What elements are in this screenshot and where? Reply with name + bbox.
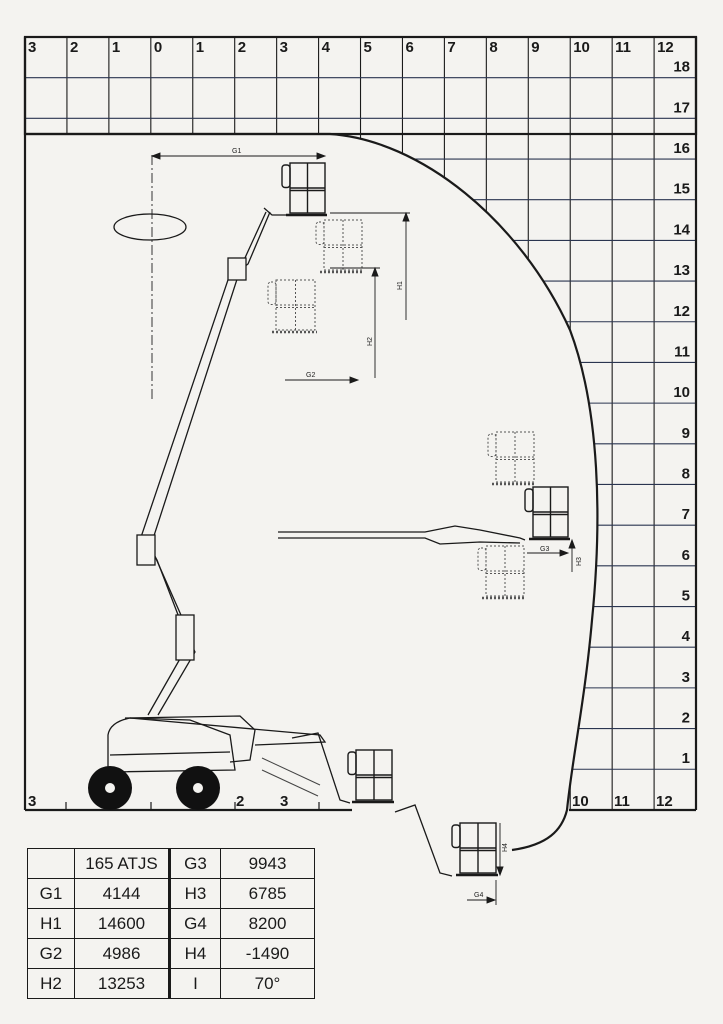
dim-label-g1: G1 xyxy=(232,148,241,155)
height-label: 2 xyxy=(682,710,690,727)
height-label: 16 xyxy=(673,140,690,157)
x-axis-label: 8 xyxy=(489,39,497,56)
table-key: G2 xyxy=(27,938,75,969)
ground-axis-label: 3 xyxy=(280,793,288,810)
x-axis-label: 4 xyxy=(322,39,331,56)
ground-axis-label: 12 xyxy=(656,793,673,810)
x-axis-label: 9 xyxy=(531,39,539,56)
rotation-arrow-icon xyxy=(113,213,187,241)
front-wheel-hub xyxy=(191,781,205,795)
platform-basket-ghost xyxy=(487,431,536,486)
table-model: 165 ATJS xyxy=(74,848,170,879)
table-value: 70° xyxy=(220,968,315,999)
table-key: H1 xyxy=(27,908,75,939)
lift-vehicle xyxy=(107,715,327,773)
ground-axis-label: 3 xyxy=(28,793,36,810)
platform-basket xyxy=(451,822,498,877)
platform-basket-ghost xyxy=(267,279,317,334)
ground-axis-label: 11 xyxy=(614,793,630,810)
x-axis-label: 10 xyxy=(573,39,590,56)
platform-basket xyxy=(524,486,570,541)
height-label: 8 xyxy=(682,465,690,482)
dim-label-h4: H4 xyxy=(502,843,509,852)
table-value: 6785 xyxy=(220,878,315,909)
height-label: 15 xyxy=(673,181,690,198)
table-cell-empty xyxy=(27,848,75,879)
table-value: 4986 xyxy=(74,938,170,969)
x-axis-label: 7 xyxy=(447,39,455,56)
platform-basket-ghost xyxy=(477,545,526,600)
height-label: 4 xyxy=(682,628,691,645)
boom-max-outreach xyxy=(278,525,526,545)
boom-max-height xyxy=(136,207,325,716)
x-axis-label: 1 xyxy=(112,39,120,56)
height-label: 10 xyxy=(673,384,690,401)
platform-basket-ghost xyxy=(315,219,364,274)
table-key: H2 xyxy=(27,968,75,999)
x-axis-label: 0 xyxy=(154,39,162,56)
table-value: 13253 xyxy=(74,968,170,999)
height-label: 5 xyxy=(682,588,690,605)
dim-label-g4: G4 xyxy=(474,892,483,899)
x-axis-label: 11 xyxy=(615,39,631,56)
height-label: 18 xyxy=(673,59,690,76)
table-value: -1490 xyxy=(220,938,315,969)
height-label: 3 xyxy=(682,669,690,686)
table-row: 165 ATJS G3 9943 xyxy=(27,848,315,879)
table-key: H4 xyxy=(168,938,221,969)
height-label: 7 xyxy=(682,506,690,523)
x-axis-label: 5 xyxy=(364,39,372,56)
table-value: 8200 xyxy=(220,908,315,939)
height-label: 17 xyxy=(673,99,690,116)
x-axis-label: 12 xyxy=(657,39,674,56)
table-value: 14600 xyxy=(74,908,170,939)
boom-low xyxy=(291,732,453,877)
table-value: 4144 xyxy=(74,878,170,909)
height-label: 1 xyxy=(682,750,690,767)
dimension-lines xyxy=(150,152,576,905)
table-key: G3 xyxy=(168,848,221,879)
height-label: 12 xyxy=(673,303,690,320)
dim-label-h1: H1 xyxy=(397,281,404,290)
platform-basket xyxy=(347,749,394,804)
working-envelope-curve xyxy=(25,132,599,852)
height-label: 6 xyxy=(682,547,690,564)
dim-label-g2: G2 xyxy=(306,372,315,379)
height-label: 9 xyxy=(682,425,690,442)
x-axis-label: 1 xyxy=(196,39,204,56)
table-value: 9943 xyxy=(220,848,315,879)
table-key: G4 xyxy=(168,908,221,939)
dim-label-h3: H3 xyxy=(576,557,583,566)
x-axis-label: 3 xyxy=(280,39,288,56)
x-axis-label: 3 xyxy=(28,39,36,56)
x-axis-label: 2 xyxy=(70,39,78,56)
table-key: H3 xyxy=(168,878,221,909)
rear-wheel-hub xyxy=(103,781,117,795)
height-label: 11 xyxy=(674,343,690,360)
table-key: G1 xyxy=(27,878,75,909)
ground-axis-label: 2 xyxy=(236,793,244,810)
ground-axis-label: 10 xyxy=(572,793,589,810)
platform-basket xyxy=(281,162,327,217)
envelope-mask xyxy=(25,134,598,810)
dim-label-g3: G3 xyxy=(540,546,549,553)
x-axis-label: 2 xyxy=(238,39,246,56)
table-key: I xyxy=(168,968,221,999)
dim-label-h2: H2 xyxy=(367,337,374,346)
x-axis-label: 6 xyxy=(405,39,413,56)
height-label: 13 xyxy=(673,262,690,279)
boom-ghost-line xyxy=(261,757,321,786)
boom-ghost-line xyxy=(261,769,319,797)
height-label: 14 xyxy=(673,221,690,238)
